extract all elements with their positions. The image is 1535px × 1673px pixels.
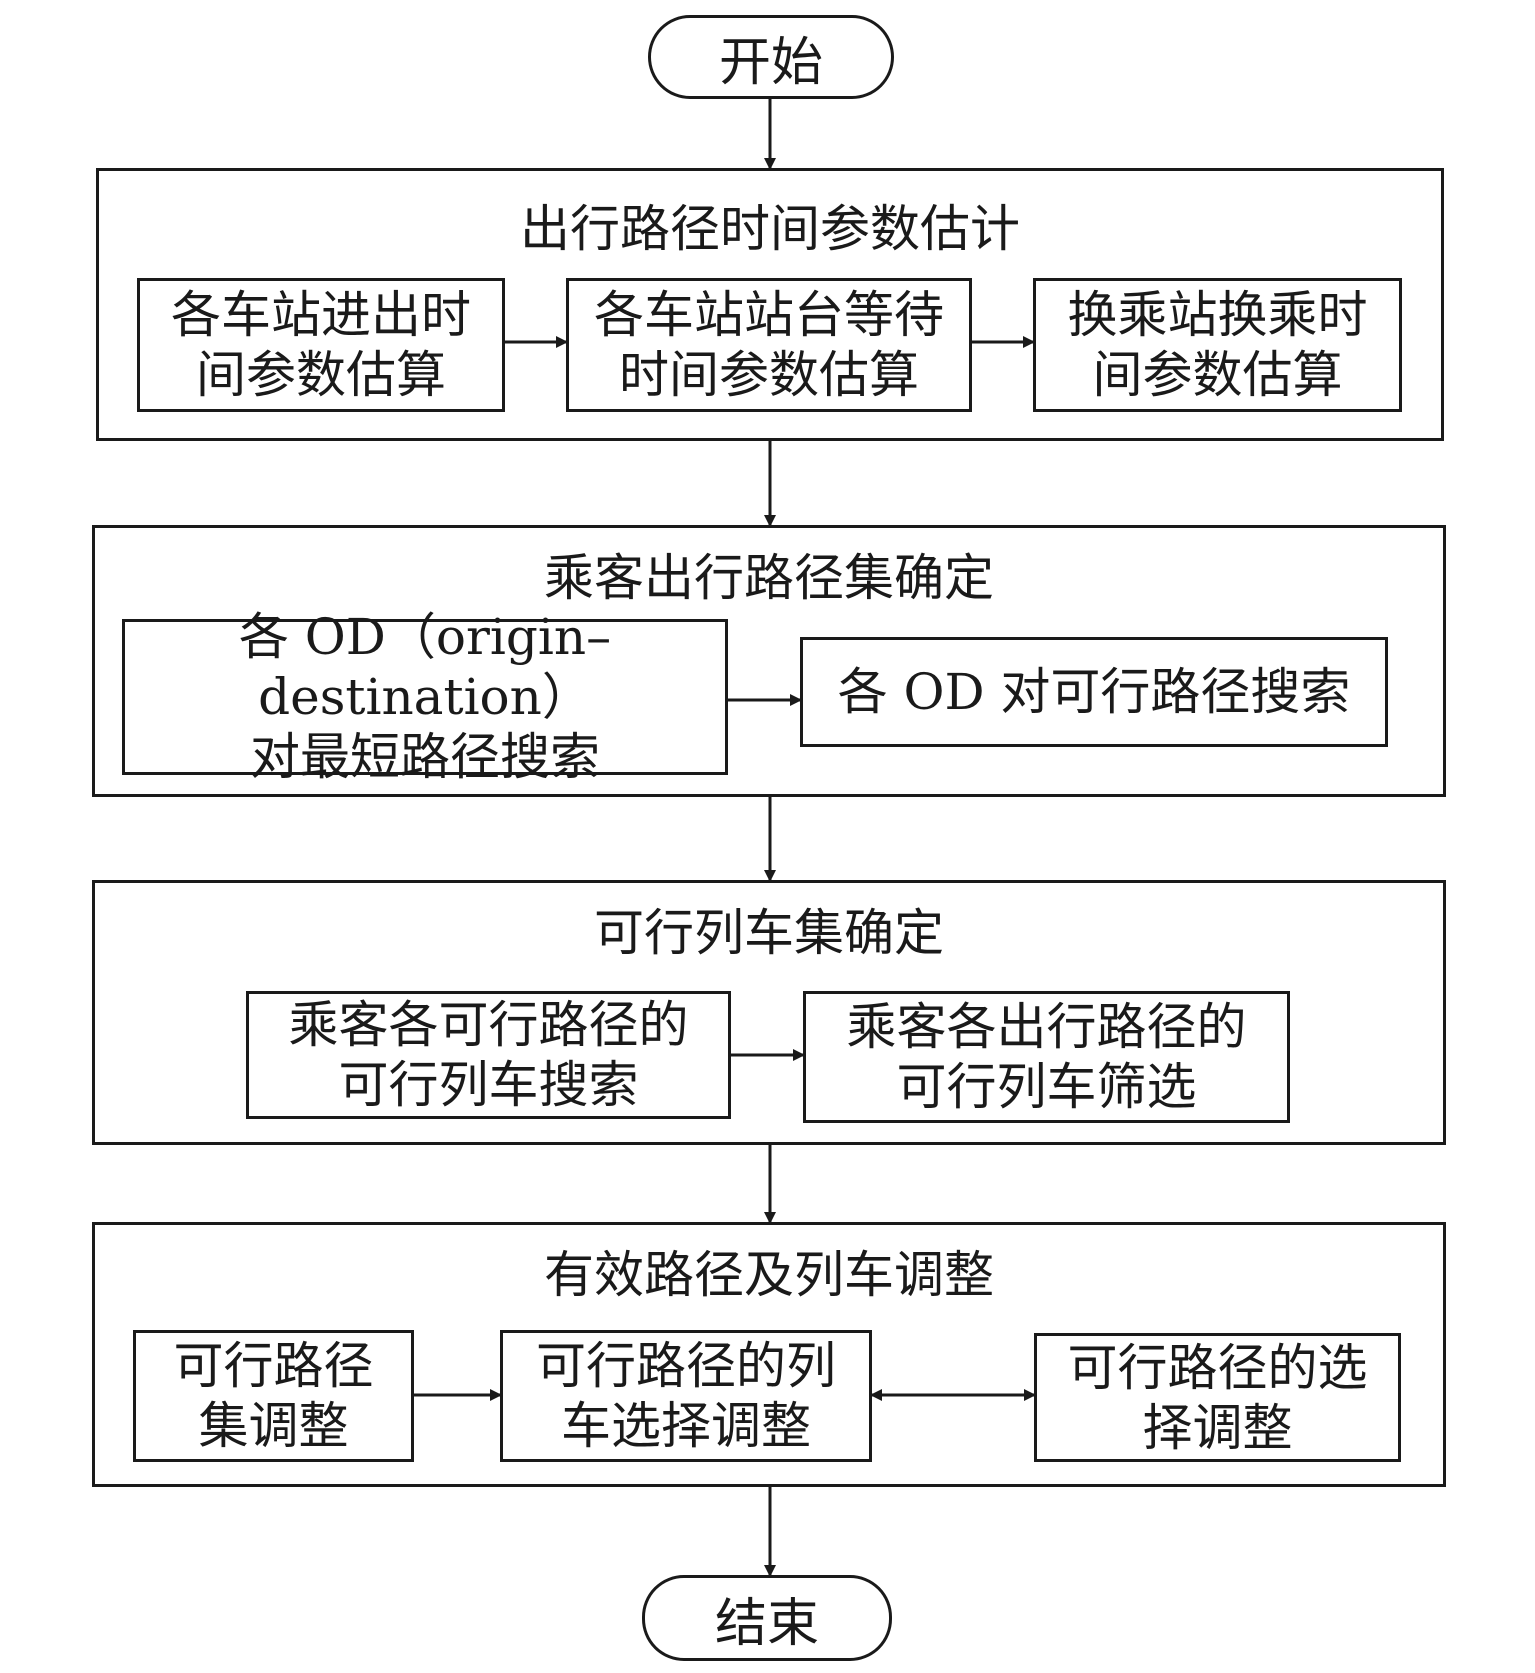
step-text-line: 可行列车筛选 (896, 1058, 1197, 1116)
step-feasible-train-filter: 乘客各出行路径的可行列车筛选 (803, 991, 1290, 1123)
start-terminal: 开始 (648, 15, 894, 99)
stage-passenger-path-set: 乘客出行路径集确定 (92, 525, 1446, 797)
step-text-line: 间参数估算 (1092, 346, 1343, 404)
step-platform-waiting-time: 各车站站台等待时间参数估算 (566, 278, 972, 412)
stage-title: 出行路径时间参数估计 (520, 200, 1020, 258)
stage-title: 有效路径及列车调整 (544, 1246, 994, 1304)
step-text-line: 可行路径 (173, 1337, 374, 1395)
step-station-entry-exit-time: 各车站进出时间参数估算 (137, 278, 505, 412)
step-text-line: 乘客各可行路径的 (288, 996, 689, 1054)
step-text-line: 间参数估算 (196, 346, 446, 404)
stage-title: 乘客出行路径集确定 (544, 549, 994, 607)
step-text-line: 各 OD 对可行路径搜索 (837, 663, 1351, 721)
stage-travel-time-parameter-estimation: 出行路径时间参数估计 (96, 168, 1444, 441)
step-text-line: 各 OD（origin–destination） (238, 608, 612, 726)
stage-feasible-train-set: 可行列车集确定 (92, 880, 1446, 1145)
step-text-line: 可行路径的选 (1067, 1338, 1368, 1397)
step-text-line: 各车站站台等待 (594, 286, 944, 344)
step-transfer-time: 换乘站换乘时间参数估算 (1033, 278, 1402, 412)
step-feasible-train-search: 乘客各可行路径的可行列车搜索 (246, 991, 731, 1119)
stage-effective-path-train-adjustment: 有效路径及列车调整 (92, 1222, 1446, 1487)
step-path-choice-adjustment: 可行路径的选择调整 (1034, 1333, 1401, 1462)
stage-title: 可行列车集确定 (594, 904, 944, 962)
step-text-line: 乘客各出行路径的 (846, 998, 1247, 1056)
step-text-line: 车选择调整 (561, 1397, 811, 1455)
end-label: 结束 (714, 1593, 819, 1654)
step-text-line: 时间参数估算 (619, 346, 919, 404)
step-text-line: 可行路径的列 (536, 1337, 836, 1395)
step-path-set-adjustment: 可行路径集调整 (133, 1330, 414, 1462)
step-text-line: 对最短路径搜索 (250, 728, 600, 786)
step-path-train-choice-adjustment: 可行路径的列车选择调整 (500, 1330, 872, 1462)
step-text-line: 各车站进出时 (171, 286, 471, 344)
step-od-shortest-path-search: 各 OD（origin–destination）对最短路径搜索 (122, 608, 728, 786)
step-text-line: 换乘站换乘时 (1067, 286, 1368, 344)
step-text-line: 可行列车搜索 (338, 1056, 639, 1114)
start-label: 开始 (718, 32, 823, 93)
step-od-feasible-path-search: 各 OD 对可行路径搜索 (800, 637, 1388, 747)
step-text-line: 择调整 (1142, 1398, 1293, 1457)
step-text-line: 集调整 (198, 1397, 349, 1455)
end-terminal: 结束 (642, 1575, 892, 1661)
